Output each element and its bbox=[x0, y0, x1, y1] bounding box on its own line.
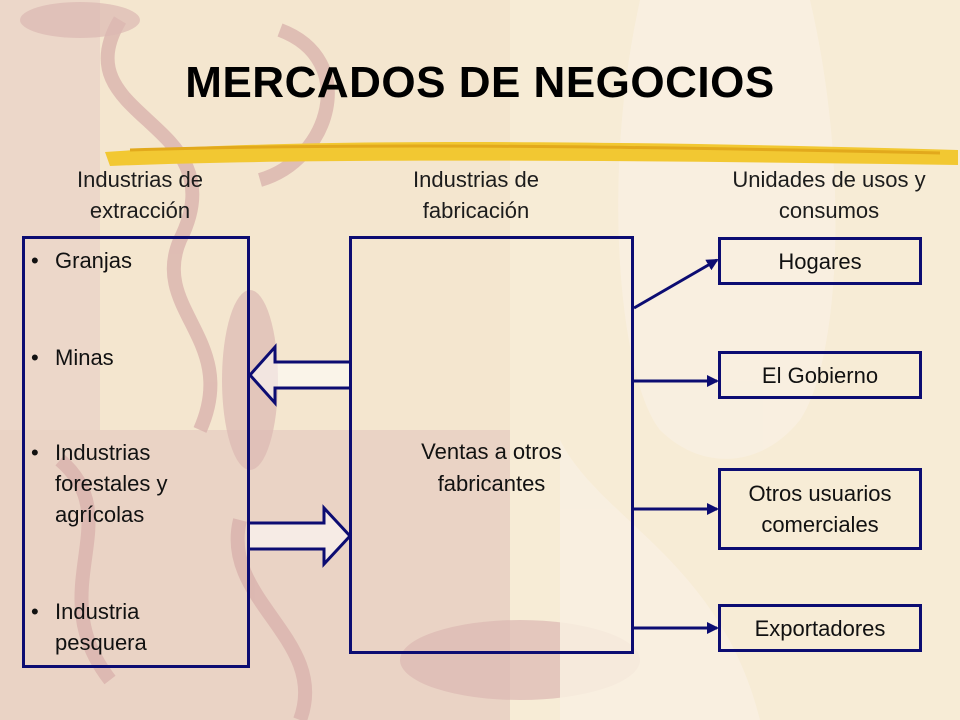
extraction-box: • Granjas • Minas • Industrias forestale… bbox=[22, 236, 250, 668]
arrow-to-hogares bbox=[633, 258, 719, 310]
bullet: • bbox=[31, 248, 39, 273]
manufacturing-label: Ventas a otros fabricantes bbox=[352, 436, 631, 500]
header-line: fabricación bbox=[422, 198, 530, 223]
consumer-label: comerciales bbox=[761, 512, 879, 537]
consumer-label: Hogares bbox=[778, 248, 862, 274]
brush-stroke-divider bbox=[105, 142, 958, 166]
bullet: • bbox=[31, 440, 39, 465]
block-arrow-right bbox=[250, 504, 353, 568]
list-item-text: Industrias bbox=[55, 440, 151, 465]
list-item: • Industria pesquera bbox=[25, 596, 147, 658]
header-line: consumos bbox=[778, 198, 880, 223]
consumer-label: Exportadores bbox=[754, 615, 886, 641]
list-item-text: Industria bbox=[55, 599, 140, 624]
bg-panel bbox=[0, 0, 100, 430]
header-line: extracción bbox=[89, 198, 191, 223]
consumer-box-hogares: Hogares bbox=[718, 237, 922, 285]
list-item: • Granjas bbox=[25, 245, 132, 276]
bullet: • bbox=[31, 345, 39, 370]
consumer-box-otros-usuarios: Otros usuarios comerciales bbox=[718, 468, 922, 550]
page-title: MERCADOS DE NEGOCIOS bbox=[185, 58, 775, 107]
list-item: • Industrias forestales y agrícolas bbox=[25, 437, 168, 530]
list-item-text: Minas bbox=[55, 345, 114, 370]
consumer-label: Otros usuarios bbox=[748, 481, 892, 506]
list-item-text: pesquera bbox=[55, 630, 147, 655]
header-line: Unidades de usos y bbox=[732, 167, 926, 192]
manufacturing-label-line: fabricantes bbox=[437, 471, 546, 496]
list-item: • Minas bbox=[25, 342, 114, 373]
header-extraction: Industrias de extracción bbox=[40, 164, 240, 226]
list-item-text: agrícolas bbox=[55, 502, 145, 527]
header-line: Industrias de bbox=[413, 167, 539, 192]
consumer-box-exportadores: Exportadores bbox=[718, 604, 922, 652]
manufacturing-label-line: Ventas a otros bbox=[421, 439, 562, 464]
header-manufacturing: Industrias de fabricación bbox=[376, 164, 576, 226]
header-line: Industrias de bbox=[77, 167, 203, 192]
header-consumers: Unidades de usos y consumos bbox=[700, 164, 958, 226]
consumer-label: El Gobierno bbox=[761, 362, 879, 388]
list-item-text: Granjas bbox=[55, 248, 133, 273]
consumer-box-gobierno: El Gobierno bbox=[718, 351, 922, 399]
manufacturing-box: Ventas a otros fabricantes bbox=[349, 236, 634, 654]
block-arrow-left bbox=[247, 343, 349, 407]
list-item-text: forestales y bbox=[55, 471, 168, 496]
bullet: • bbox=[31, 599, 39, 624]
